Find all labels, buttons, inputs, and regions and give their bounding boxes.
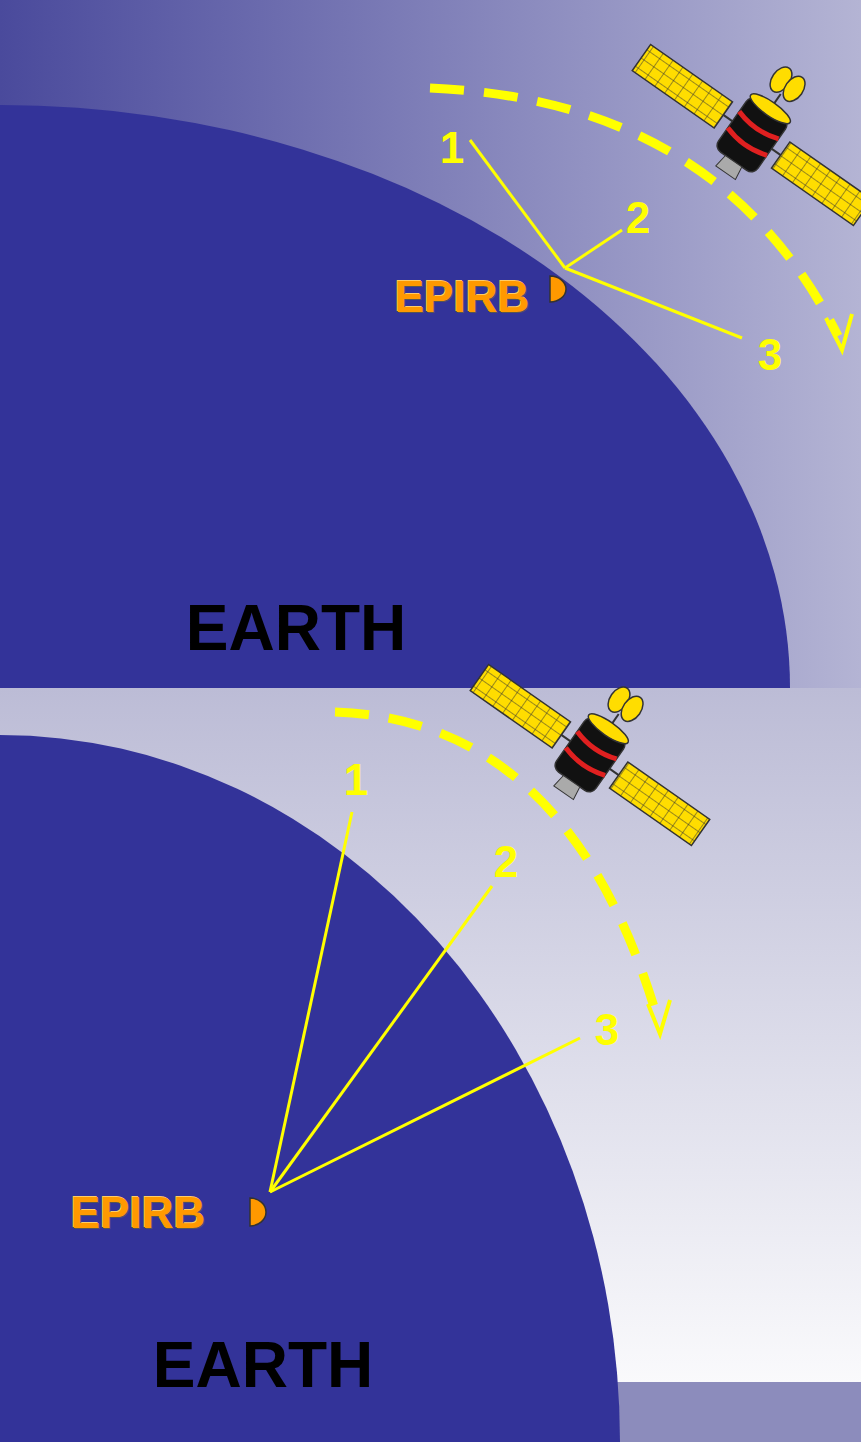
beacon-label: EPIRB bbox=[395, 275, 529, 319]
beacon-label: EPIRB bbox=[71, 1191, 205, 1235]
callout-number: 3 bbox=[758, 333, 782, 377]
earth-label: EARTH bbox=[153, 1333, 373, 1397]
callout-number: 3 bbox=[595, 1008, 619, 1052]
earth-label: EARTH bbox=[186, 596, 406, 660]
callout-number: 2 bbox=[626, 196, 650, 240]
callout-number: 1 bbox=[344, 758, 368, 802]
callout-number: 1 bbox=[440, 126, 464, 170]
callout-number: 2 bbox=[494, 840, 518, 884]
